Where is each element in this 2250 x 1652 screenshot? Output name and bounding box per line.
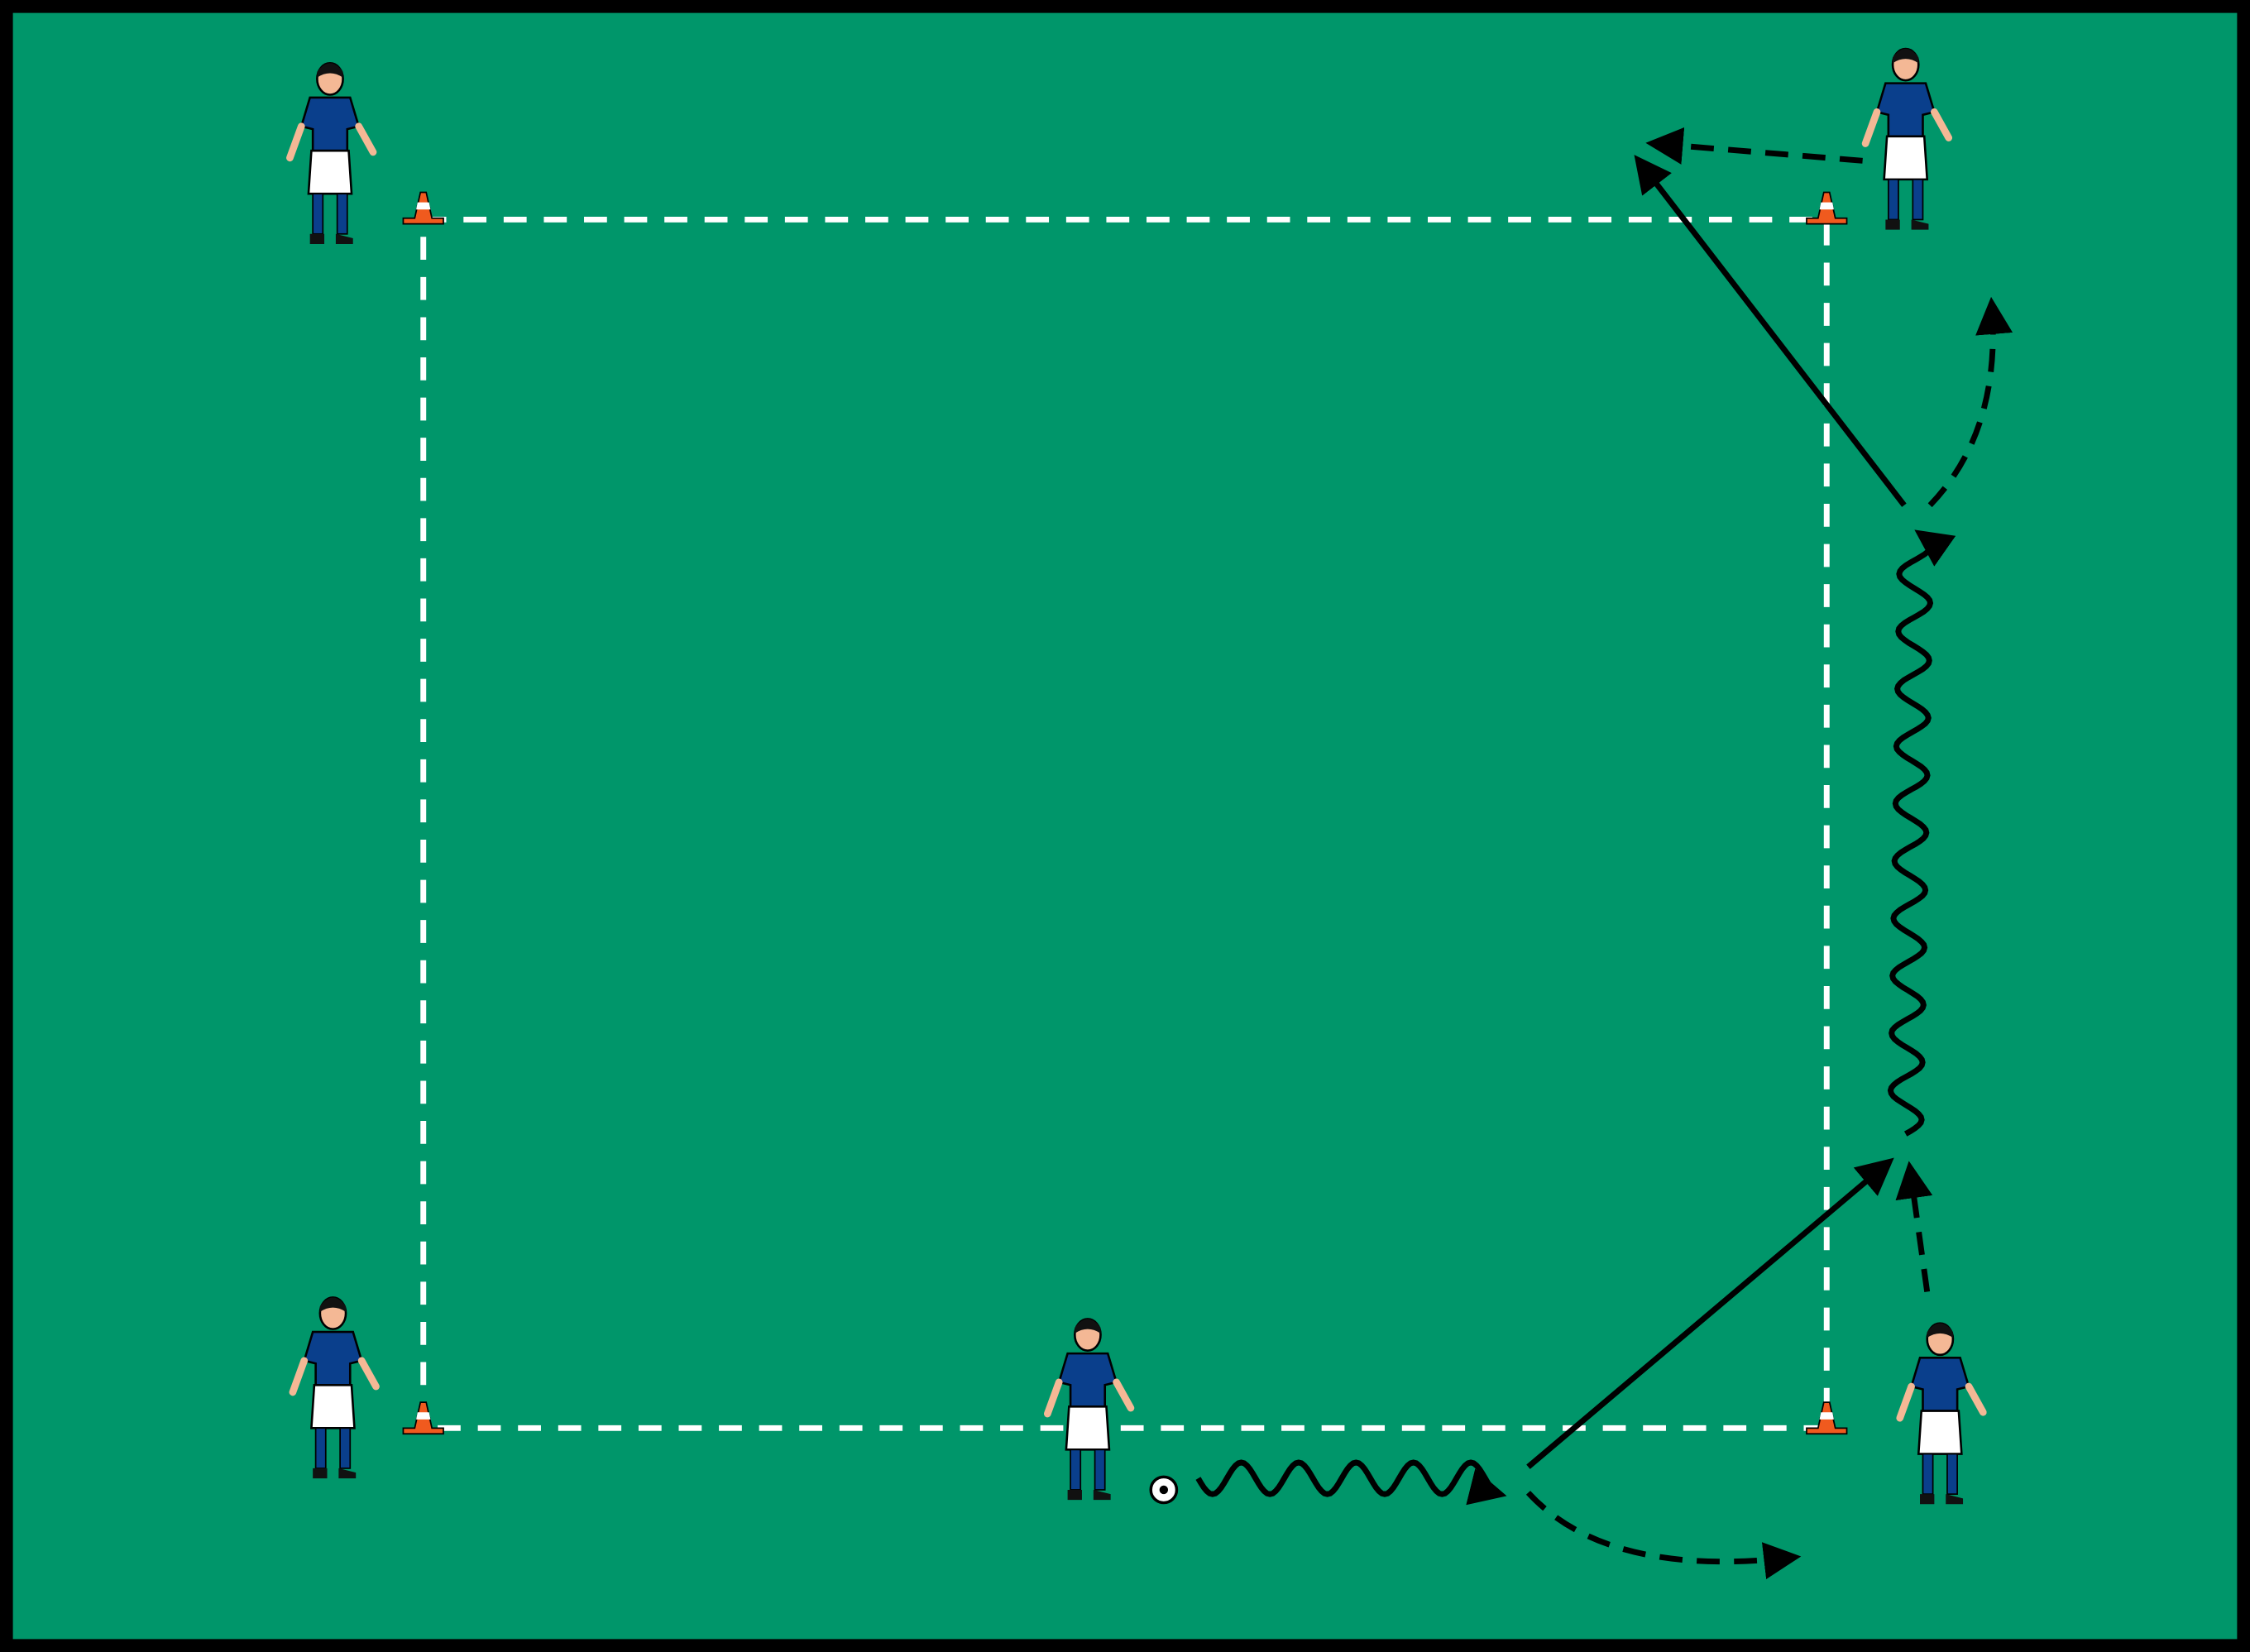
grid-area-boundary bbox=[420, 216, 1830, 1431]
run-arrow-bottom-curve bbox=[1525, 1491, 1802, 1580]
dribble-path-vertical bbox=[1887, 529, 1956, 1137]
run-arrow-bottom-right bbox=[1895, 1161, 1933, 1292]
dribble-path-horizontal bbox=[1195, 1459, 1507, 1506]
pass-arrow-to-top-corner bbox=[1634, 155, 1907, 507]
pitch-surface bbox=[12, 12, 2238, 1640]
soccer-ball bbox=[1149, 1475, 1179, 1505]
pass-arrow-diagonal-up bbox=[1526, 1157, 1894, 1469]
